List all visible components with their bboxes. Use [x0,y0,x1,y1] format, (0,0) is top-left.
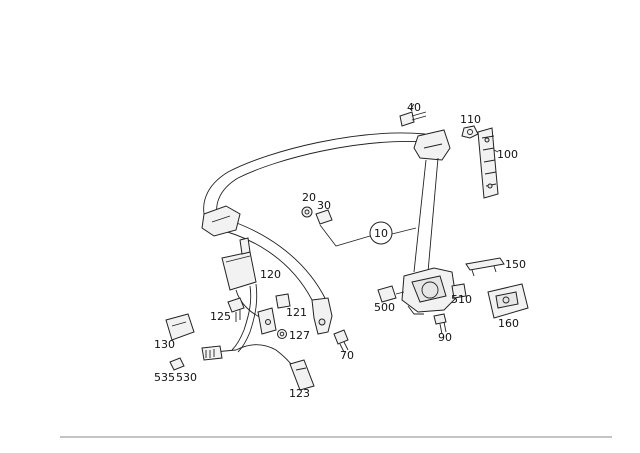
callout-121: 121 [286,306,307,319]
bolt-125 [227,297,245,322]
callout-123: 123 [289,387,310,400]
part-510 [451,283,467,299]
callout-40: 40 [407,101,421,114]
pin-535 [169,357,185,371]
callout-30: 30 [317,199,331,212]
guide-rail-150 [465,257,505,277]
bolt-90 [433,313,447,335]
callout-150: 150 [505,258,526,271]
cover-130 [165,313,195,341]
cap-30 [315,209,333,225]
bolt-70 [333,329,349,353]
wiring-harness [201,344,297,371]
callout-110: 110 [460,113,481,126]
callout-127: 127 [289,329,310,342]
callout-100: 100 [497,148,518,161]
callout-160: 160 [498,317,519,330]
belt-end-fitting [311,297,333,335]
bracket-160 [487,283,529,319]
part-500 [377,285,405,303]
nut-20 [301,206,313,218]
callout-130: 130 [154,338,175,351]
buckle-120 [221,237,277,353]
bracket-123 [289,359,315,391]
callout-530: 530 [176,371,197,384]
callout-20: 20 [302,191,316,204]
retractor-assembly [401,129,457,315]
nut-110 [461,125,479,139]
callout-90: 90 [438,331,452,344]
callout-510: 510 [451,293,472,306]
latch-plate [201,205,241,237]
callout-10: 10 [374,227,388,240]
callout-125: 125 [210,310,231,323]
callout-120: 120 [260,268,281,281]
bolt-40 [399,103,427,127]
callout-535: 535 [154,371,175,384]
callout-500: 500 [374,301,395,314]
callout-10-leader [319,221,417,247]
nut-127 [277,329,287,339]
adjuster-rail-100 [477,127,499,199]
callout-70: 70 [340,349,354,362]
clip-121 [275,293,291,309]
callout-labels: 40 110 100 20 30 10 120 150 125 121 500 … [154,101,526,400]
